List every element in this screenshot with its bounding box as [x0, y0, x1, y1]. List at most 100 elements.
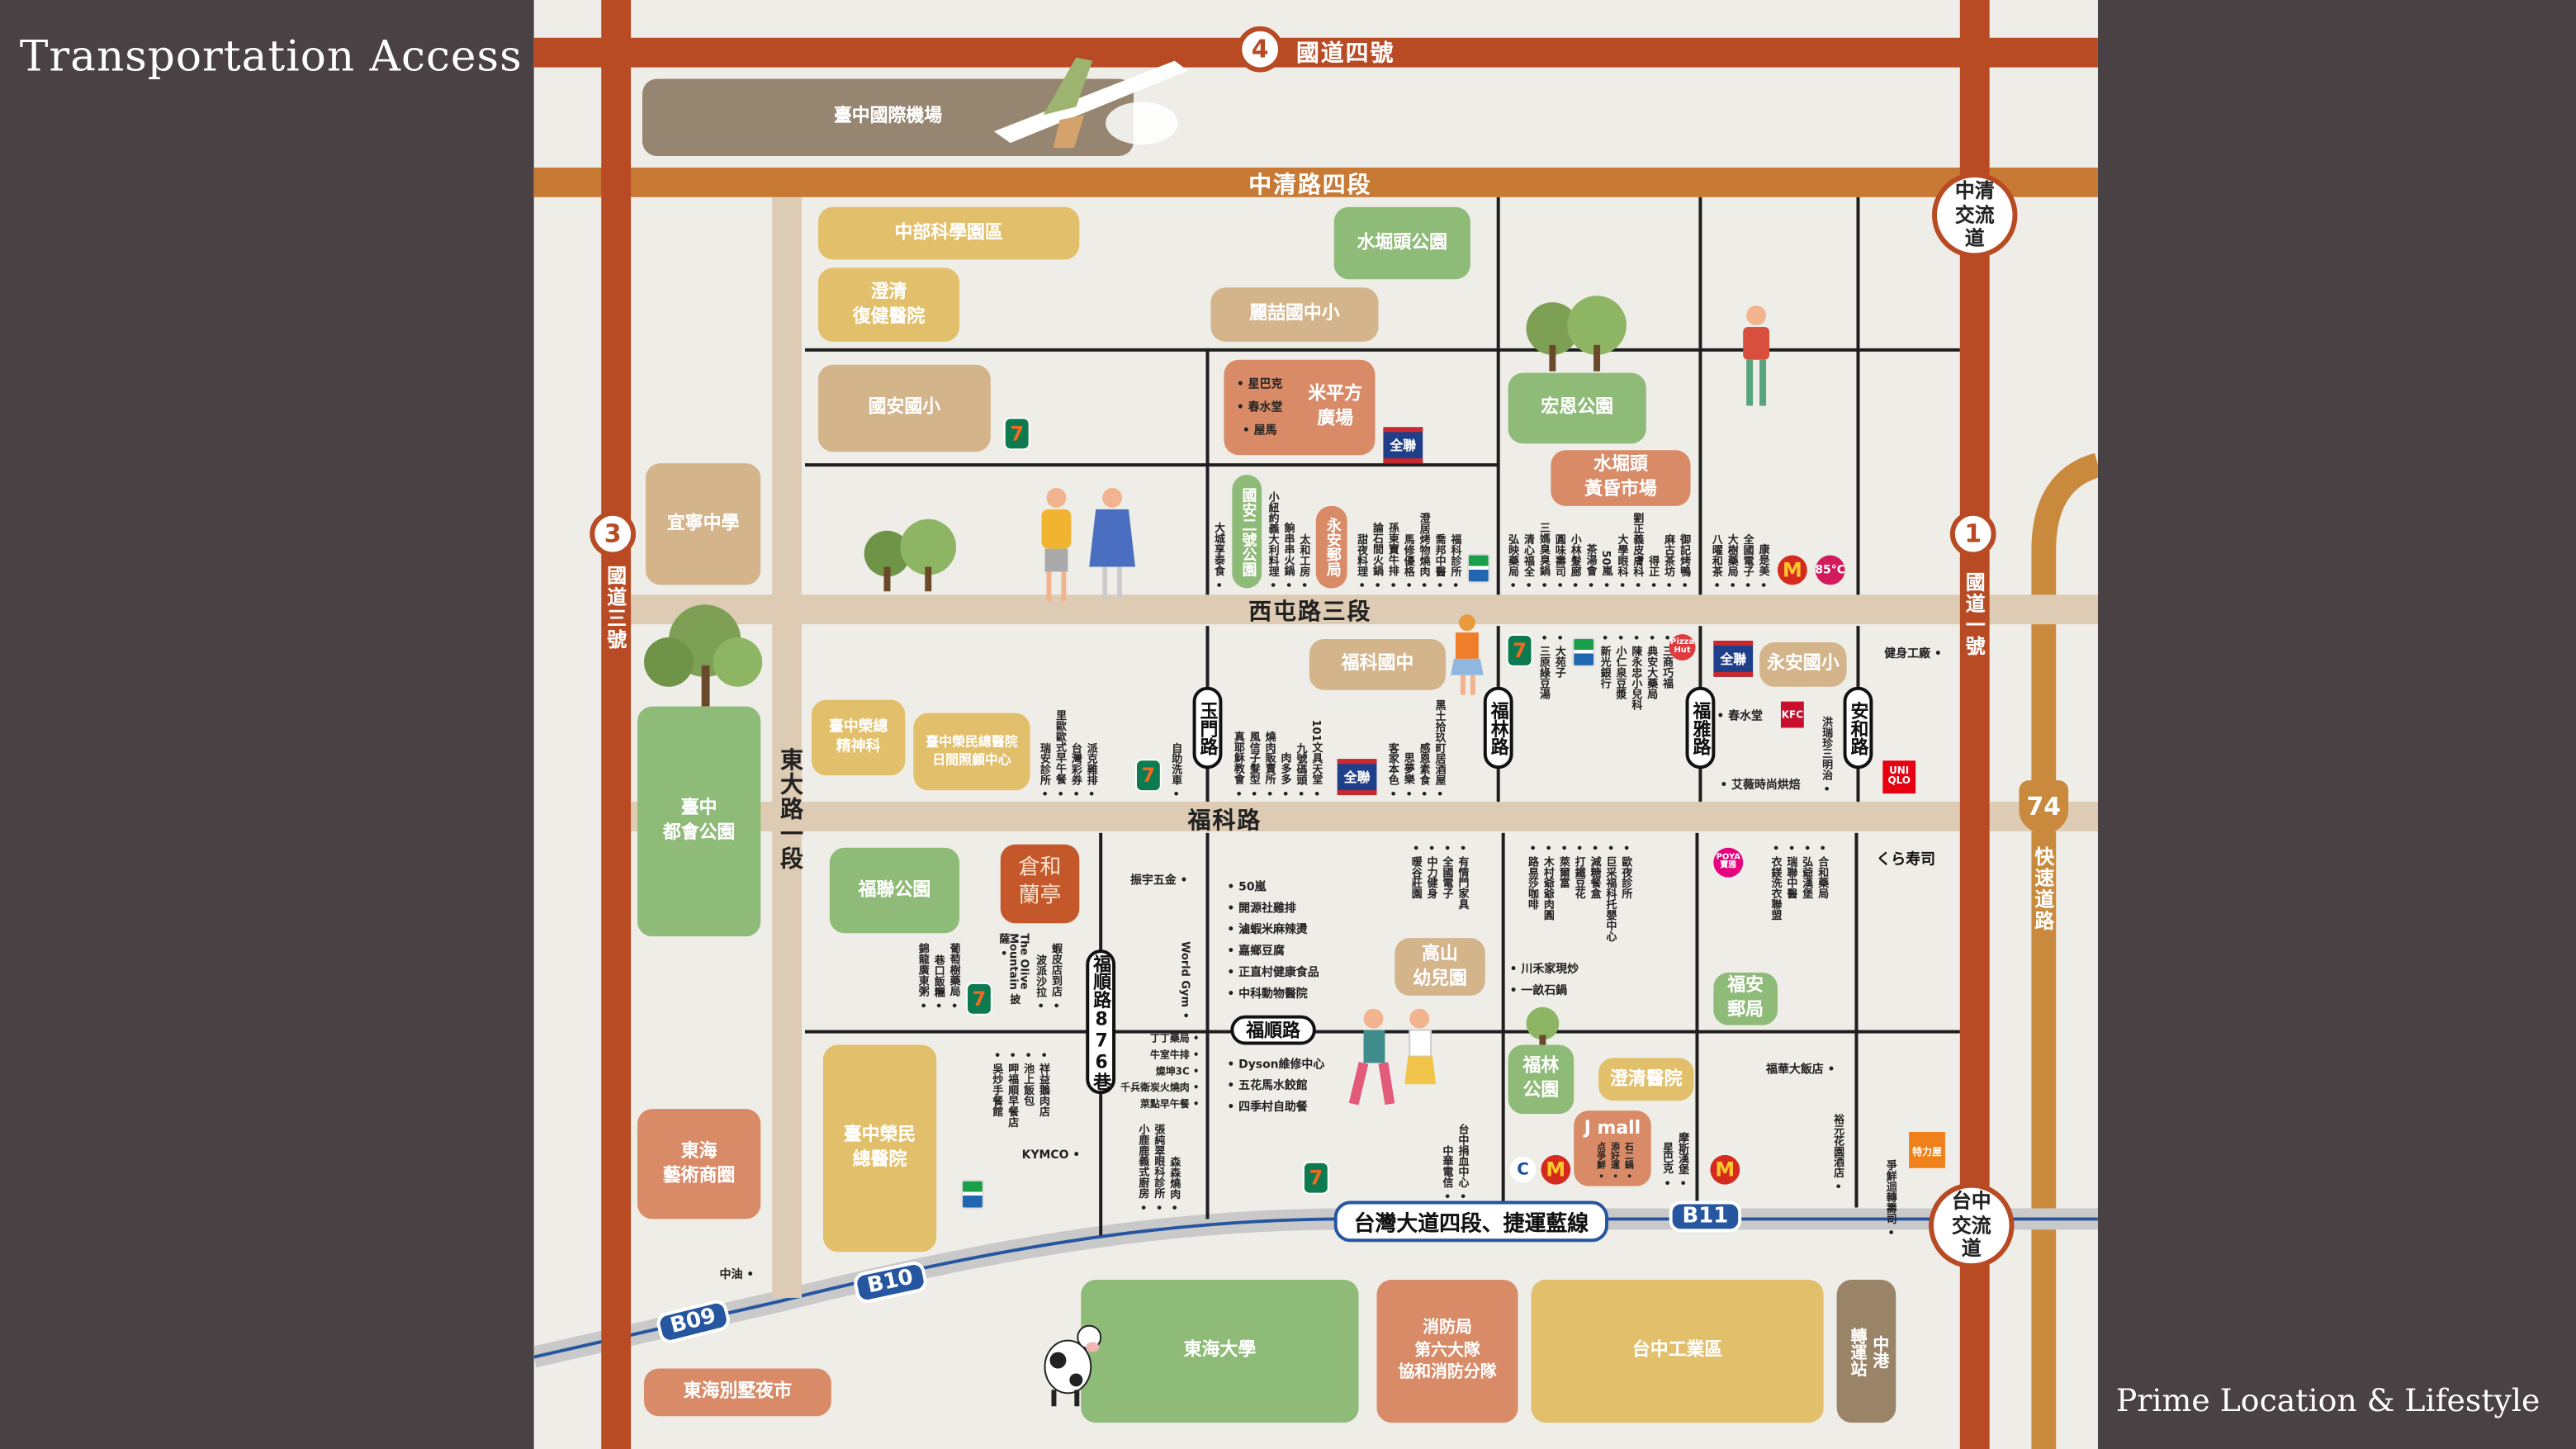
poi-group: 錦龍廣東粥巷口飯糰葡萄樹藥局 — [916, 944, 960, 1009]
poi-item: 開源社雞排 — [1227, 898, 1319, 920]
poi-item: 思夢樂 — [1401, 753, 1414, 797]
poi-item: 餉串串火鍋 — [1281, 523, 1295, 588]
street — [805, 348, 1960, 352]
place-vgh[interactable]: 臺中榮民 總醫院 — [822, 1044, 937, 1252]
mcdonalds-logo: M — [1541, 1154, 1571, 1185]
poi-item: 小仁泉豆漿 — [1613, 634, 1627, 699]
place-fire-station[interactable]: 消防局 第六大隊 協和消防分隊 — [1376, 1280, 1518, 1423]
place-fulin-park[interactable]: 福林 公園 — [1508, 1044, 1574, 1115]
hiker-illustration — [1743, 305, 1770, 406]
interchange-zhongqing[interactable]: 中清交流道 — [1932, 172, 2018, 258]
place-tunghai-university[interactable]: 東海大學 — [1081, 1280, 1359, 1423]
student-illustration — [1450, 614, 1484, 695]
expressway-74-route — [2031, 452, 2098, 1449]
poi-item: 101文具天堂 — [1309, 720, 1323, 797]
road-xitun-label: 西屯路三段 — [1248, 599, 1372, 627]
poi-group: 自助洗車 — [1169, 742, 1182, 797]
mipingfang-label: 米平方 廣場 — [1308, 382, 1362, 429]
place-science-park[interactable]: 中部科學園區 — [817, 206, 1080, 260]
poi-item: Dyson維修中心 — [1227, 1054, 1324, 1076]
place-lizhe-school[interactable]: 麗喆國中小 — [1210, 287, 1379, 342]
poi-item: 清心福全 — [1522, 533, 1535, 588]
poi-item: 千兵衛炭火燒肉 — [1092, 1081, 1199, 1097]
place-yongan-elementary[interactable]: 永安國小 — [1759, 642, 1847, 687]
jmall-shops: 点爭鮮添好運石二鍋 — [1594, 1142, 1633, 1180]
place-chengching-rehab[interactable]: 澄清 復健醫院 — [817, 268, 960, 342]
canghe-lanting-logo[interactable]: 倉和 蘭亭 — [1000, 844, 1080, 924]
poi-group: 暖谷莊園中力健身全國電子有情門家具 — [1409, 845, 1469, 910]
poi-item: 大樹藥局 — [1725, 533, 1738, 588]
place-hongen-park[interactable]: 宏恩公園 — [1508, 372, 1646, 444]
place-guoan-elementary[interactable]: 國安國小 — [817, 364, 991, 452]
place-vgh-daycare[interactable]: 臺中榮民總醫院 日間照顧中心 — [913, 713, 1030, 791]
poi-item: 感恩素食 — [1417, 742, 1430, 797]
poi-group: 小鹿鹿義式廚房張純翠眼科診所森森燒肉 — [1136, 1125, 1181, 1211]
poi-item: 三商巧福 — [1660, 634, 1674, 689]
poi-item: 台灣彩券 — [1068, 742, 1082, 797]
road-fuya-label: 福雅路 — [1685, 686, 1716, 769]
poi-chunshuitang-label: 春水堂 — [1728, 709, 1763, 723]
place-yining-high-school[interactable]: 宜寧中學 — [645, 463, 761, 585]
place-evening-market[interactable]: 水堀頭 黃昏市場 — [1551, 450, 1691, 506]
mrt-station-b11[interactable]: B11 — [1669, 1200, 1742, 1233]
85c-logo: 85°C — [1815, 555, 1845, 585]
poi-item: 黑土拾玖町居酒屋 — [1432, 699, 1446, 797]
poi-item: 点爭鮮 — [1594, 1142, 1605, 1180]
poi-item: 論石間火鍋 — [1370, 523, 1383, 588]
highway-4-shield: 4 — [1237, 26, 1284, 73]
poi-item: 真耶穌教會 — [1231, 732, 1244, 797]
place-tunghai-night-market[interactable]: 東海別墅夜市 — [644, 1368, 831, 1417]
poi-item: 三原綠豆湯 — [1537, 634, 1550, 699]
poi-item: 裕元花園酒店 — [1831, 1114, 1844, 1190]
place-jmall[interactable]: J mall 点爭鮮添好運石二鍋 — [1574, 1110, 1651, 1186]
poi-group: The Olive Mountain 披薩波派沙拉蝦皮店到店 — [997, 933, 1063, 1009]
students-illustration — [1041, 487, 1135, 602]
poi-group: 爭鮮迴轉壽司 — [1883, 1159, 1896, 1235]
place-tunghai-art-district[interactable]: 東海 藝術商圈 — [637, 1109, 761, 1219]
poi-item: 風信子髮型 — [1247, 732, 1260, 797]
7-eleven-logo: 7 — [1134, 759, 1162, 793]
place-vgh-psychiatry[interactable]: 臺中榮總 精神科 — [811, 699, 906, 776]
poi-kymco-label: KYMCO — [1021, 1148, 1069, 1162]
tree-icon — [1526, 1006, 1560, 1052]
poi-fuhua-hotel: 福華大飯店 • — [1766, 1063, 1835, 1077]
place-zhonggang-transfer-station[interactable]: 中港 轉運站 — [1836, 1280, 1896, 1423]
place-shuikutou-park[interactable]: 水堀頭公園 — [1333, 206, 1470, 280]
highway-1-shield: 1 — [1949, 510, 1996, 557]
interchange-taichung[interactable]: 台中交流道 — [1929, 1182, 2015, 1269]
poi-item: 木村爺爺肉圓 — [1541, 845, 1554, 921]
poi-item: 茶湯會 — [1584, 544, 1597, 588]
poi-item: 自助洗車 — [1169, 742, 1182, 797]
poi-aiwei: • 艾薇時尚烘焙 — [1720, 779, 1801, 793]
poi-item: 小鹿鹿義式廚房 — [1136, 1125, 1149, 1211]
poi-cpc-label: 中油 — [719, 1268, 743, 1282]
poi-item: 典安大藥局 — [1645, 634, 1658, 699]
poi-item: 50嵐 — [1599, 551, 1612, 588]
place-chengching-hospital[interactable]: 澄清醫院 — [1598, 1058, 1694, 1101]
pxmart-logo: 全聯 — [1383, 427, 1423, 464]
place-fuan-post-office[interactable]: 福安 郵局 — [1713, 972, 1778, 1025]
poi-item: 合和藥局 — [1816, 845, 1829, 899]
place-yongan-post-office[interactable]: 永安郵局 — [1315, 505, 1347, 589]
poi-item: 打鐵豆花 — [1572, 845, 1585, 899]
area-map[interactable]: 國道四號 4 中清路四段 西屯路三段 福科路 東大路一段 3 國道三號 1 國道… — [533, 0, 2098, 1449]
place-mipingfang[interactable]: 星巴克春水堂屋馬 米平方 廣場 — [1224, 359, 1376, 456]
street — [1856, 197, 1860, 595]
poi-item: 客家本色 — [1385, 742, 1399, 797]
highway-3-shield: 3 — [590, 510, 637, 557]
mipingfang-shops: 星巴克春水堂屋馬 — [1237, 373, 1283, 443]
poi-item: 吳炒手餐館 — [990, 1051, 1003, 1117]
place-gaoshan-kindergarten[interactable]: 高山 幼兒園 — [1395, 938, 1485, 996]
poi-item: 肉多多 — [1278, 753, 1291, 797]
place-fulian-park[interactable]: 福聯公園 — [829, 847, 960, 934]
poi-item: 麻古茶坊 — [1662, 533, 1675, 588]
poi-group: 星巴克摩斯漢堡 — [1660, 1132, 1689, 1186]
poi-item: 春水堂 — [1237, 396, 1283, 419]
poi-item: 萊點早午餐 — [1092, 1097, 1199, 1114]
poi-item: 屋馬 — [1237, 419, 1283, 442]
place-guoan-park-2[interactable]: 國安二號公園 — [1232, 475, 1262, 589]
road-dongda-label: 東大路一段 — [777, 747, 804, 871]
place-fuke-junior-high[interactable]: 福科國中 — [1309, 639, 1447, 690]
place-industrial-park[interactable]: 台中工業區 — [1531, 1280, 1824, 1423]
place-metro-park[interactable]: 臺中 都會公園 — [637, 706, 761, 937]
